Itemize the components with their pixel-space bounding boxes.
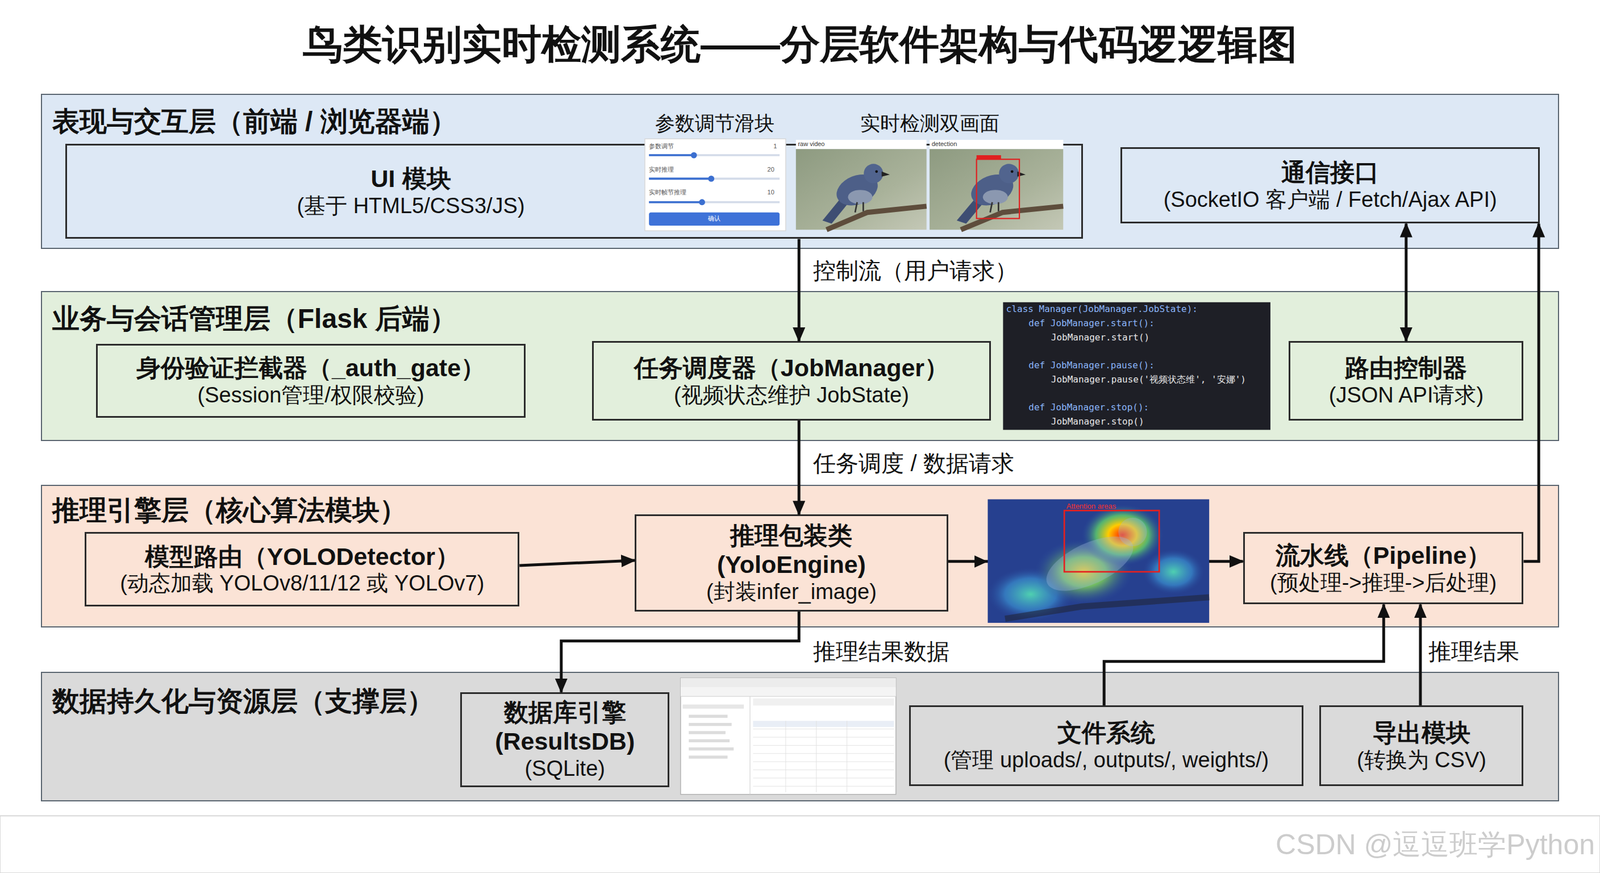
box-title: UI 模块 [371, 164, 452, 194]
box-title: 流水线（Pipeline） [1275, 540, 1492, 570]
box-content: 文件系统(管理 uploads/, outputs/, weights/) [910, 706, 1302, 785]
box-content: 身份验证拦截器（_auth_gate）(Session管理/权限校验) [97, 345, 524, 416]
box-content: 模型路由（YOLODetector）(动态加载 YOLOv8/11/12 或 Y… [86, 533, 518, 605]
flow-arrow [1523, 223, 1540, 562]
box-title: 导出模块 [1372, 718, 1471, 748]
flow-arrow [1418, 603, 1422, 706]
code-line: JobManager.stop() [1051, 416, 1145, 427]
module-box: 路由控制器(JSON API请求) [1288, 340, 1524, 421]
module-box: 导出模块(转换为 CSV) [1319, 705, 1524, 786]
box-subtitle: (转换为 CSV) [1356, 747, 1487, 773]
flow-arrow [519, 560, 635, 566]
module-box: 流水线（Pipeline）(预处理->推理->后处理) [1243, 531, 1524, 605]
box-subtitle: (JSON API请求) [1328, 382, 1484, 408]
box-content: 通信接口(SocketIO 客户端 / Fetch/Ajax API) [1122, 148, 1539, 223]
slider-label: 实时帧节推理 [648, 188, 687, 196]
layer-title: 业务与会话管理层（Flask 后端） [52, 302, 457, 336]
box-subtitle: (Session管理/权限校验) [197, 382, 425, 408]
module-box: 身份验证拦截器（_auth_gate）(Session管理/权限校验) [96, 343, 526, 418]
code-line: class Manager(JobManager.JobState): [1006, 303, 1198, 315]
code-line: def JobManager.pause(): [1028, 360, 1155, 371]
button-label: 确认 [707, 214, 721, 223]
box-content: 导出模块(转换为 CSV) [1321, 706, 1522, 785]
slider-value: 20 [767, 165, 775, 174]
box-title: 数据库引擎 (ResultsDB) [468, 697, 662, 756]
box-subtitle: (SQLite) [524, 755, 605, 782]
code-line: def JobManager.start(): [1028, 318, 1155, 329]
frame-label: detection [931, 140, 958, 148]
edge-label: 控制流（用户请求） [813, 257, 1018, 284]
box-subtitle: (管理 uploads/, outputs/, weights/) [943, 747, 1269, 773]
layer-title: 表现与交互层（前端 / 浏览器端） [52, 105, 457, 139]
box-content: UI 模块(基于 HTML5/CSS3/JS) [67, 145, 1082, 237]
image-caption: 参数调节滑块 [655, 111, 775, 135]
box-subtitle: (基于 HTML5/CSS3/JS) [296, 193, 525, 219]
flow-arrow [797, 420, 801, 515]
box-subtitle: (预处理->推理->后处理) [1269, 569, 1497, 596]
heatmap-label: Attention areas [1066, 501, 1116, 511]
footer-strip [0, 815, 1600, 873]
code-line: def JobManager.stop(): [1028, 401, 1149, 412]
box-subtitle: (封装infer_image) [706, 578, 877, 605]
module-box: 通信接口(SocketIO 客户端 / Fetch/Ajax API) [1120, 147, 1540, 224]
module-box: 推理包装类 (YoloEngine)(封装infer_image) [634, 514, 948, 612]
box-content: 路由控制器(JSON API请求) [1290, 342, 1522, 419]
box-title: 通信接口 [1281, 157, 1379, 187]
flow-arrow [797, 238, 801, 341]
slider-value: 1 [773, 142, 777, 150]
box-title: 身份验证拦截器（_auth_gate） [136, 353, 486, 383]
module-box: UI 模块(基于 HTML5/CSS3/JS) [65, 143, 1083, 239]
slider-value: 10 [767, 188, 775, 196]
box-content: 数据库引擎 (ResultsDB)(SQLite) [461, 693, 668, 786]
flow-arrow [1404, 223, 1408, 342]
edge-label: 推理结果 [1428, 638, 1520, 665]
box-title: 路由控制器 [1344, 353, 1468, 383]
box-title: 任务调度器（JobManager） [634, 353, 949, 383]
box-subtitle: (SocketIO 客户端 / Fetch/Ajax API) [1163, 186, 1498, 213]
box-content: 流水线（Pipeline）(预处理->推理->后处理) [1244, 533, 1523, 603]
slider-label: 实时推理 [648, 165, 674, 174]
module-box: 任务调度器（JobManager）(视频状态维护 JobState) [592, 340, 991, 421]
box-content: 任务调度器（JobManager）(视频状态维护 JobState) [593, 342, 990, 419]
box-title: 文件系统 [1057, 718, 1156, 748]
edge-label: 任务调度 / 数据请求 [813, 450, 1014, 477]
diagram-title: 鸟类识别实时检测系统——分层软件架构与代码逻逻辑图 [0, 20, 1600, 69]
box-title: 推理包装类 (YoloEngine) [673, 521, 909, 579]
flow-arrow [561, 611, 799, 693]
box-subtitle: (视频状态维护 JobState) [673, 382, 910, 408]
image-caption: 实时检测双画面 [860, 111, 1000, 135]
box-title: 模型路由（YOLODetector） [144, 542, 460, 572]
flow-arrow [1103, 603, 1384, 706]
module-box: 文件系统(管理 uploads/, outputs/, weights/) [909, 705, 1303, 786]
box-content: 推理包装类 (YoloEngine)(封装infer_image) [636, 515, 947, 610]
box-subtitle: (动态加载 YOLOv8/11/12 或 YOLOv7) [119, 570, 485, 597]
edge-label: 推理结果数据 [813, 638, 950, 665]
code-line: JobManager.start() [1051, 332, 1150, 343]
layer-band: 业务与会话管理层（Flask 后端） 身份验证拦截器（_auth_gate）(Se… [40, 290, 1560, 441]
layer-title: 推理引擎层（核心算法模块） [52, 493, 407, 527]
layer-band: 推理引擎层（核心算法模块） 模型路由（YOLODetector）(动态加载 YOL… [40, 484, 1560, 628]
module-box: 模型路由（YOLODetector）(动态加载 YOLOv8/11/12 或 Y… [84, 531, 520, 607]
layer-band: 表现与交互层（前端 / 浏览器端） UI 模块(基于 HTML5/CSS3/JS)… [40, 93, 1560, 249]
slider-label: 参数调节 [648, 142, 674, 150]
watermark: CSDN @逗逗班学Python [1275, 828, 1595, 862]
code-line: JobManager.pause('视频状态维', '安娜') [1051, 374, 1247, 385]
frame-label: raw video [797, 140, 825, 148]
layer-band: 数据持久化与资源层（支撑层） 数据库引擎 (ResultsDB)(SQLite) 文… [40, 671, 1560, 802]
layer-title: 数据持久化与资源层（支撑层） [52, 684, 435, 718]
flow-arrow [948, 559, 1244, 563]
module-box: 数据库引擎 (ResultsDB)(SQLite) [460, 692, 670, 787]
